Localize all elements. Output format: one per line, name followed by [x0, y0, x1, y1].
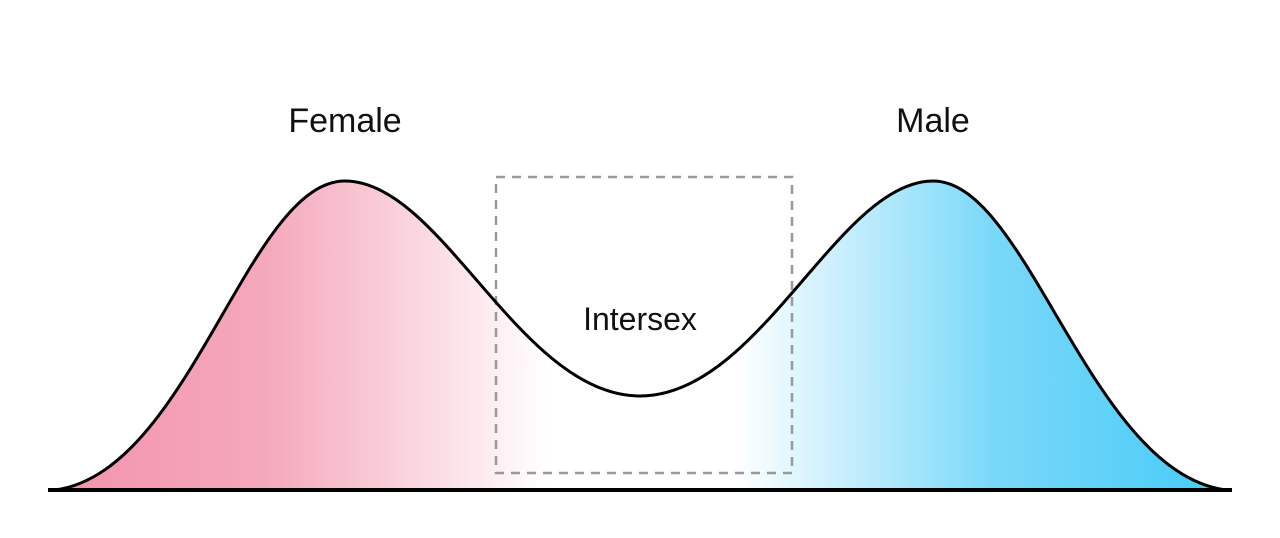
distribution-curve — [53, 179, 1228, 492]
bimodal-curve-fill — [55, 181, 1226, 490]
intersex-label: Intersex — [583, 301, 697, 337]
female-label: Female — [288, 102, 401, 140]
intersex-region-box — [494, 175, 794, 475]
male-label: Male — [896, 102, 970, 140]
